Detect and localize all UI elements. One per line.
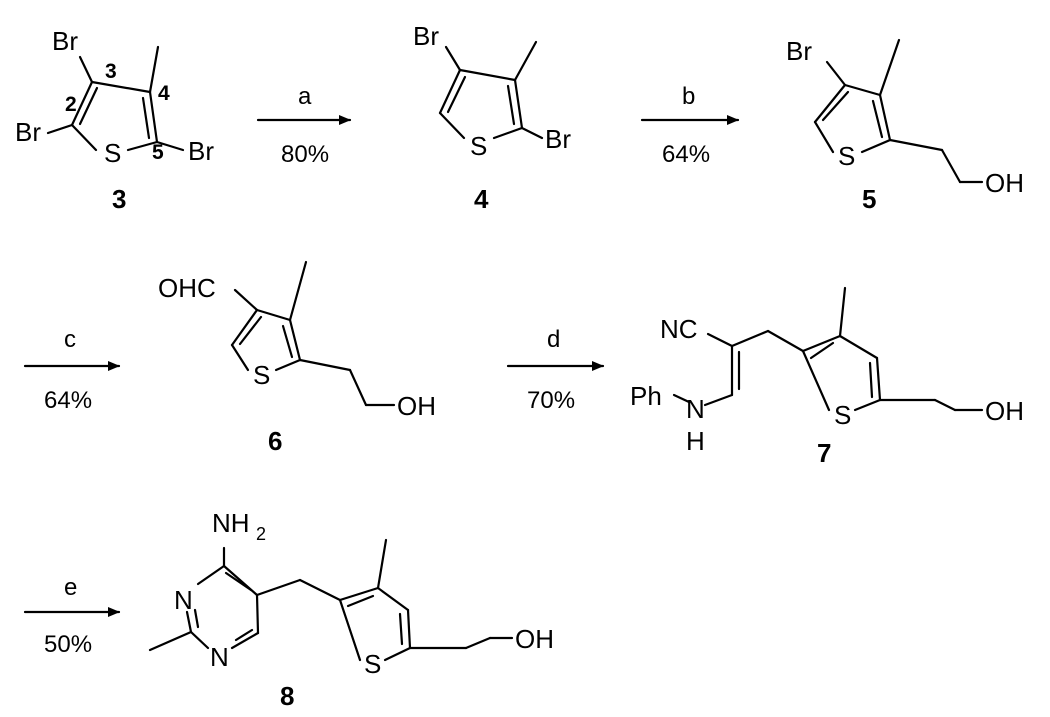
compound-7: NC Ph N H S OH 7 — [630, 286, 1024, 468]
bromine-label-c5: Br — [188, 136, 214, 166]
sulfur-label: S — [834, 400, 851, 430]
arrow-step-b: b 64% — [640, 83, 740, 168]
reagent-label-e: e — [64, 574, 77, 601]
sulfur-label: S — [104, 138, 121, 168]
reagent-label-d: d — [547, 326, 560, 353]
arrow-step-d: d 70% — [506, 326, 605, 414]
compound-7-bonds — [672, 286, 984, 412]
arrow-step-c: c 64% — [23, 326, 121, 414]
reagent-label-a: a — [298, 83, 312, 110]
aldehyde-label: OHC — [158, 273, 216, 303]
reagent-label-c: c — [64, 326, 76, 353]
compound-8: NH 2 N N S OH 8 — [148, 508, 554, 711]
amine-nitrogen-label: N — [686, 394, 705, 424]
compound-number-8: 8 — [280, 681, 294, 711]
ring-position-4: 4 — [158, 82, 170, 105]
pyrimidine-n3-label: N — [210, 642, 229, 672]
compound-5: Br S OH 5 — [786, 36, 1024, 214]
yield-label-b: 64% — [662, 141, 710, 168]
compound-number-3: 3 — [112, 184, 126, 214]
compound-number-7: 7 — [817, 438, 831, 468]
yield-label-e: 50% — [44, 631, 92, 658]
compound-3: Br Br Br S 3 4 2 5 3 — [15, 26, 214, 214]
sulfur-label: S — [253, 360, 270, 390]
amine-hydrogen-label: H — [686, 426, 705, 456]
reagent-label-b: b — [682, 83, 695, 110]
arrow-step-e: e 50% — [23, 574, 121, 658]
compound-4-bonds — [438, 40, 544, 140]
compound-number-6: 6 — [268, 426, 282, 456]
phenyl-label: Ph — [630, 381, 662, 411]
yield-label-c: 64% — [44, 387, 92, 414]
amine-h2-subscript: 2 — [256, 524, 266, 544]
hydroxyl-label: OH — [397, 391, 436, 421]
amine-nh-label: NH — [212, 508, 250, 538]
sulfur-label: S — [838, 141, 855, 171]
bromine-label-c2: Br — [15, 117, 41, 147]
bromine-label-c3: Br — [413, 21, 439, 51]
compound-number-4: 4 — [474, 184, 489, 214]
arrow-step-a: a 80% — [256, 83, 352, 168]
bromine-label-c4: Br — [786, 36, 812, 66]
bromine-label-c2: Br — [545, 124, 571, 154]
compound-6-bonds — [230, 260, 396, 407]
ring-position-5: 5 — [152, 141, 164, 164]
hydroxyl-label: OH — [515, 624, 554, 654]
bromine-label-c3: Br — [52, 26, 78, 56]
hydroxyl-label: OH — [985, 396, 1024, 426]
sulfur-label: S — [364, 649, 381, 679]
nitrile-label: NC — [660, 314, 698, 344]
yield-label-d: 70% — [527, 387, 575, 414]
compound-number-5: 5 — [862, 184, 876, 214]
hydroxyl-label: OH — [985, 168, 1024, 198]
compound-5-bonds — [813, 38, 984, 184]
sulfur-label: S — [470, 131, 487, 161]
compound-4: Br Br S 4 — [413, 21, 571, 214]
pyrimidine-n1-label: N — [174, 585, 193, 615]
compound-6: OHC S OH 6 — [158, 260, 436, 456]
compound-3-bonds — [46, 45, 185, 152]
ring-position-3: 3 — [105, 60, 117, 83]
yield-label-a: 80% — [281, 141, 329, 168]
compound-8-bonds — [148, 538, 514, 662]
ring-position-2: 2 — [65, 93, 77, 116]
